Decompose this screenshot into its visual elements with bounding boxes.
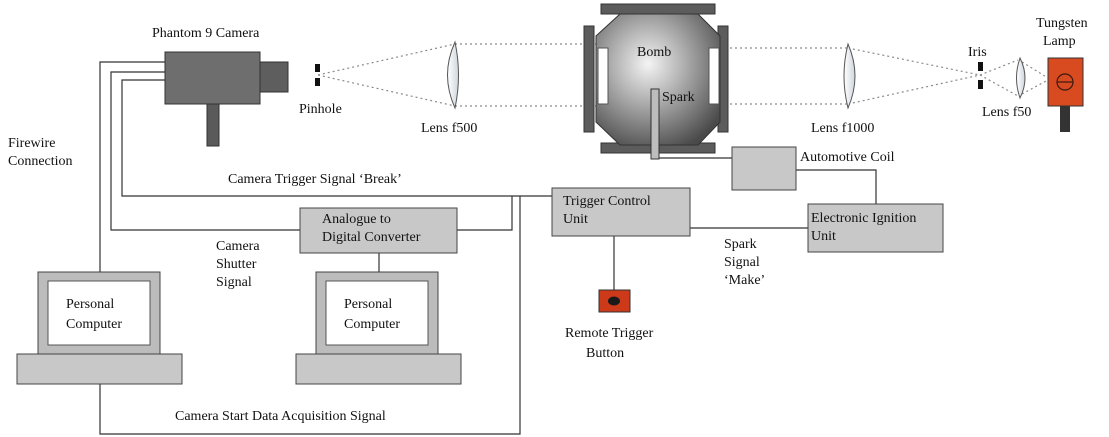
shutter-signal-line3: Signal: [216, 275, 252, 290]
remote-trigger-button: [598, 289, 631, 313]
phantom-camera: [164, 51, 289, 147]
pc-mid-label-line1: Personal: [344, 297, 393, 312]
adc-label-line1: Analogue to: [322, 212, 391, 227]
trigger-label-line1: Trigger Control: [563, 194, 651, 209]
spark-signal-line2: Signal: [724, 255, 760, 270]
pc-left-label-line2: Computer: [66, 317, 122, 332]
shutter-signal-line1: Camera: [216, 239, 260, 254]
adc-label-line2: Digital Converter: [322, 230, 421, 245]
ignition-label-line2: Unit: [811, 229, 836, 244]
firewire-label-line1: Firewire: [8, 136, 56, 151]
pc-mid-label-line2: Computer: [344, 317, 400, 332]
iris-label: Iris: [968, 45, 987, 60]
personal-computer-left: [16, 271, 183, 385]
automotive-coil-box: [731, 146, 797, 191]
lens-f50: [1016, 56, 1026, 100]
bomb-label: Bomb: [637, 45, 672, 60]
break-signal-label: Camera Trigger Signal ‘Break’: [228, 172, 402, 187]
lens-f1000-label: Lens f1000: [811, 121, 875, 136]
lamp-label-line1: Tungsten: [1036, 16, 1088, 31]
start-acquisition-label: Camera Start Data Acquisition Signal: [175, 409, 386, 424]
shutter-signal-line2: Shutter: [216, 257, 257, 272]
combustion-bomb: [583, 3, 729, 160]
trigger-control-box: [551, 187, 691, 237]
spark-signal-line1: Spark: [724, 237, 757, 252]
ignition-label-line1: Electronic Ignition: [811, 211, 917, 226]
personal-computer-middle: [295, 271, 462, 385]
tungsten-lamp: [1047, 57, 1084, 132]
adc-box: [299, 207, 458, 254]
ignition-unit-box: [807, 203, 944, 253]
firewire-label-line2: Connection: [8, 154, 73, 169]
optical-beam: [317, 43, 1049, 107]
pc-left-label-line1: Personal: [66, 297, 115, 312]
iris: [978, 62, 983, 89]
lens-f50-label: Lens f50: [982, 105, 1032, 120]
remote-label-line1: Remote Trigger: [565, 326, 654, 341]
lens-f1000: [843, 42, 856, 110]
pinhole-label: Pinhole: [299, 102, 342, 117]
remote-label-line2: Button: [586, 346, 625, 361]
lens-f500: [447, 40, 459, 110]
coil-label: Automotive Coil: [800, 150, 895, 165]
lens-f500-label: Lens f500: [421, 121, 478, 136]
signal-wires: [99, 61, 877, 435]
pinhole: [315, 64, 320, 86]
spark-signal-line3: ‘Make’: [724, 273, 766, 288]
trigger-label-line2: Unit: [563, 212, 588, 227]
lamp-label-line2: Lamp: [1043, 34, 1076, 49]
camera-label: Phantom 9 Camera: [152, 26, 260, 41]
spark-label: Spark: [662, 90, 695, 105]
